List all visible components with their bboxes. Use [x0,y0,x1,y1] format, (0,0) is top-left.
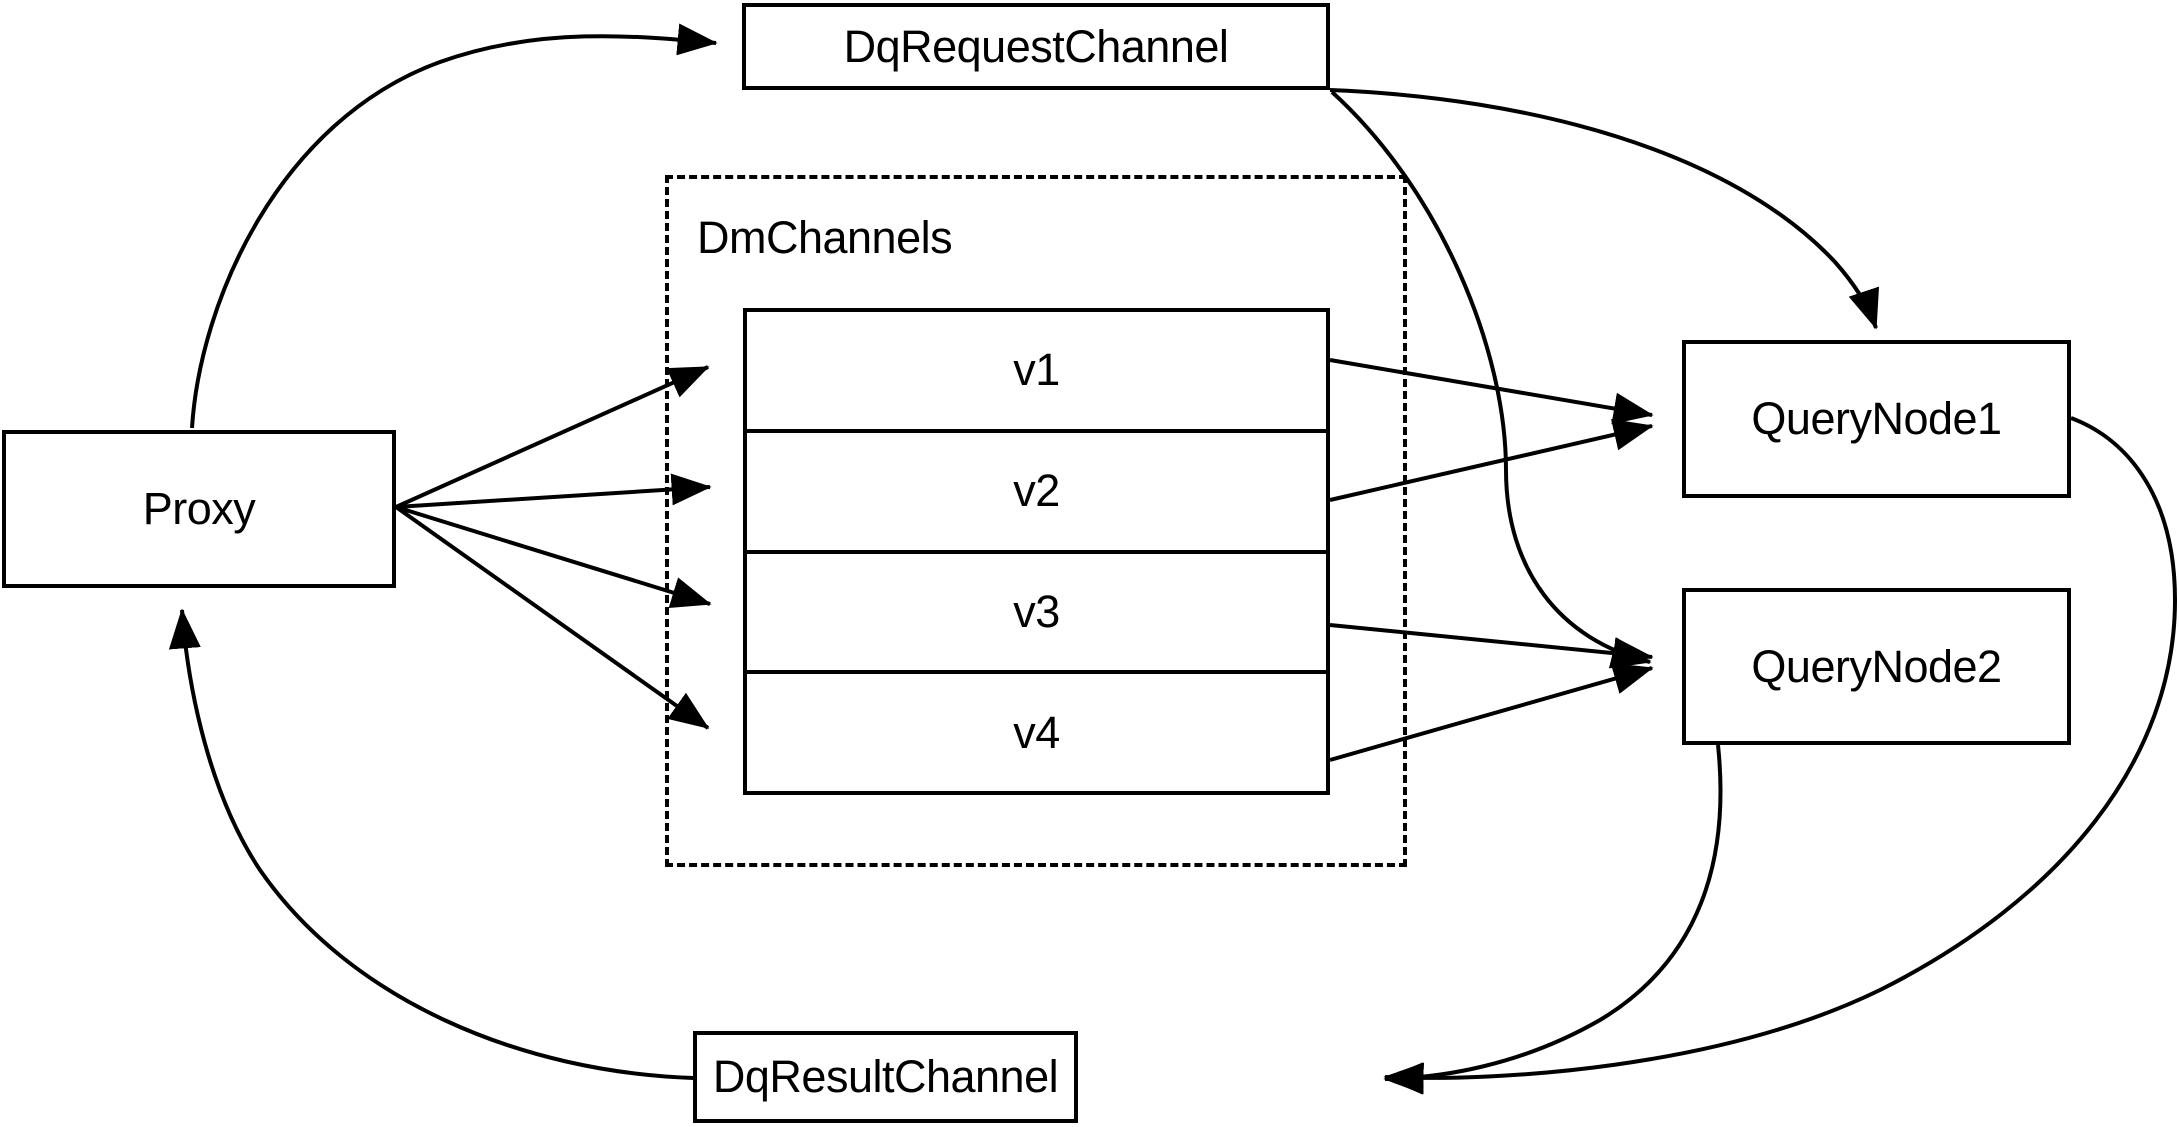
edge-v2-to-query-node-1 [1329,419,1654,502]
edge-dq-result-channel-to-proxy [168,608,694,1080]
node-dq-result-channel[interactable]: DqResultChannel [693,1031,1078,1123]
edge-proxy-to-v3 [395,505,712,608]
node-dq-request-channel-label: DqRequestChannel [843,20,1229,72]
edge-dq-request-channel-to-query-node-2 [1330,90,1652,669]
vchannel-label-v3: v3 [1013,585,1060,637]
node-proxy[interactable]: Proxy [2,430,396,588]
edge-v3-to-query-node-2 [1329,623,1654,670]
edge-proxy-to-dq-request-channel [190,23,718,429]
edge-v1-to-query-node-1 [1329,358,1654,425]
edge-v4-to-query-node-2 [1329,663,1654,762]
node-proxy-label: Proxy [142,483,256,534]
vchannel-label-v2: v2 [1013,465,1060,517]
edge-query-node-2-to-dq-result-channel [1383,744,1723,1095]
vchannel-row-v1[interactable]: v1 [747,312,1326,429]
edge-query-node-1-to-dq-result-channel [1383,416,2178,1095]
vchannel-label-v4: v4 [1013,706,1060,758]
edge-proxy-to-v4 [394,505,710,730]
vchannel-row-v4[interactable]: v4 [747,670,1326,791]
edge-proxy-to-v2 [395,473,712,509]
vchannel-row-v2[interactable]: v2 [747,428,1326,550]
node-query-node-2-label: QueryNode2 [1751,640,2002,692]
vchannel-row-v3[interactable]: v3 [747,549,1326,671]
node-query-node-1-label: QueryNode1 [1751,393,2002,444]
vchannel-label-v1: v1 [1013,344,1060,396]
group-dm-channels-label: DmChannels [697,212,953,263]
node-dq-result-channel-label: DqResultChannel [712,1051,1059,1102]
node-query-node-1[interactable]: QueryNode1 [1682,340,2071,498]
edge-dq-request-channel-to-query-node-1 [1329,88,1880,330]
vchannel-stack: v1 v2 v3 v4 [743,308,1330,795]
node-dq-request-channel[interactable]: DqRequestChannel [742,3,1330,90]
edge-proxy-to-v1 [395,365,710,509]
node-query-node-2[interactable]: QueryNode2 [1682,588,2071,745]
group-dm-channels [665,175,1407,867]
